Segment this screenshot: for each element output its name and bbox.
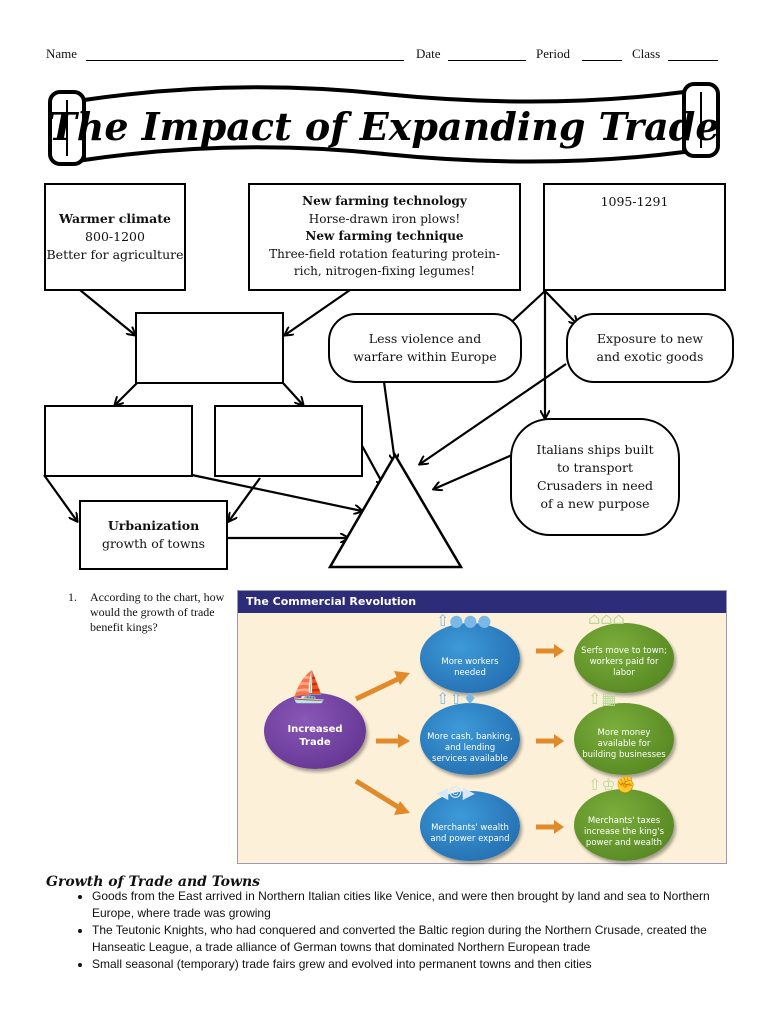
italian-ships-box: Italians ships built to transport Crusad… [510, 418, 680, 536]
name-label: Name [46, 46, 78, 61]
farming-technique-line2: rich, nitrogen-fixing legumes! [293, 264, 476, 279]
increased-trade-label: Increased Trade [287, 724, 343, 748]
section-heading: Growth of Trade and Towns [46, 874, 261, 890]
class-label: Class [632, 46, 661, 61]
less-violence-line2: warfare within Europe [353, 349, 497, 364]
warmer-climate-box: Warmer climate 800-1200 Better for agric… [44, 183, 186, 291]
warmer-climate-title: Warmer climate [59, 211, 171, 226]
cause-oval-2: More cash, banking, and lending services… [420, 703, 520, 775]
commercial-revolution-chart: The Commercial Revolution Increased Trad… [237, 590, 727, 864]
page-title: The Impact of Expanding Trade [48, 104, 719, 149]
date-field[interactable] [448, 46, 526, 61]
arrow-climate-to-blank [79, 289, 135, 335]
farming-technique-line1: Three-field rotation featuring protein- [269, 246, 500, 261]
arrow-blank-to-left [115, 382, 138, 405]
blank-box-center[interactable] [135, 312, 284, 384]
urbanization-desc: growth of towns [101, 536, 206, 551]
shop-icon: ⇧▦ [588, 689, 617, 708]
date-label: Date [416, 46, 441, 61]
arrow-right-to-triangle [359, 441, 384, 486]
cause-oval-1: More workers needed [420, 623, 520, 693]
blank-box-left[interactable] [44, 405, 193, 477]
blank-box-right[interactable] [214, 405, 363, 477]
title-banner: The Impact of Expanding Trade [48, 82, 720, 166]
urbanization-box: Urbanization growth of towns [79, 500, 228, 570]
farming-technique-title: New farming technique [305, 229, 464, 244]
effect-2-label: More money available for building busine… [582, 728, 666, 760]
bullet-item: Small seasonal (temporary) trade fairs g… [92, 956, 752, 973]
arrow-left-to-urbanization [43, 474, 77, 521]
arrow-less-violence-to-triangle [382, 381, 395, 462]
ships-line3: Crusaders in need [536, 478, 654, 493]
increased-trade-oval: Increased Trade [264, 693, 366, 769]
flow-arrows [354, 644, 564, 834]
effect-1-label: Serfs move to town; workers paid for lab… [581, 646, 667, 678]
arrow-trade-to-cause-3 [354, 778, 400, 810]
commercial-revolution-title: The Commercial Revolution [238, 591, 726, 613]
cause-oval-3: Merchants' wealth and power expand [420, 791, 520, 861]
farming-tech-desc: Horse-drawn iron plows! [308, 211, 461, 226]
less-violence-line1: Less violence and [368, 331, 482, 346]
exposure-line1: Exposure to new [596, 331, 704, 346]
ship-icon: ⛵ [290, 670, 328, 705]
bullet-item: The Teutonic Knights, who had conquered … [92, 922, 752, 956]
ships-line1: Italians ships built [536, 442, 654, 457]
town-icon: ⌂⌂⌂ [588, 609, 625, 628]
warmer-climate-dates: 800-1200 [85, 229, 145, 244]
arrow-blank-to-right [282, 382, 303, 405]
name-field[interactable] [86, 46, 404, 61]
warmer-climate-desc: Better for agriculture [46, 247, 184, 262]
cause-2-label: More cash, banking, and lending services… [427, 732, 513, 764]
farming-tech-title: New farming technology [302, 194, 467, 209]
effect-3-label: Merchants' taxes increase the king's pow… [583, 816, 664, 848]
workers-icon: ⇧●●● [436, 611, 492, 630]
farming-box: New farming technology Horse-drawn iron … [248, 183, 521, 291]
urbanization-title: Urbanization [107, 518, 200, 533]
bullet-item: Goods from the East arrived in Northern … [92, 888, 752, 922]
merchant-icon: ◀☺▶ [436, 783, 475, 802]
exposure-box: Exposure to new and exotic goods [566, 313, 734, 383]
effect-oval-2: More money available for building busine… [574, 703, 674, 775]
question-text: According to the chart, how would the gr… [90, 590, 225, 634]
effect-oval-1: Serfs move to town; workers paid for lab… [574, 623, 674, 693]
arrow-ships-to-triangle [434, 453, 513, 489]
effect-oval-3: Merchants' taxes increase the king's pow… [574, 789, 674, 861]
king-icon: ⇧♔✊ [588, 775, 636, 794]
crusades-dates: 1095-1291 [600, 194, 669, 209]
ships-line2: to transport [557, 460, 633, 475]
money-bag-icon: ⇧⇧♦ [436, 689, 478, 708]
cause-1-label: More workers needed [441, 657, 499, 678]
arrow-trade-to-cause-1 [354, 676, 400, 702]
crusades-box[interactable]: 1095-1291 [543, 183, 726, 291]
arrow-crusades-to-exposure [544, 290, 577, 324]
ships-line4: of a new purpose [540, 496, 650, 511]
period-field[interactable] [582, 46, 622, 61]
question-number: 1. [68, 590, 77, 604]
less-violence-box: Less violence and warfare within Europe [328, 313, 522, 383]
period-label: Period [536, 46, 570, 61]
exposure-line2: and exotic goods [596, 349, 704, 364]
trade-bullets: Goods from the East arrived in Northern … [66, 888, 752, 973]
class-field[interactable] [668, 46, 718, 61]
cause-3-label: Merchants' wealth and power expand [430, 823, 510, 844]
arrow-right-to-urbanization [229, 477, 261, 521]
